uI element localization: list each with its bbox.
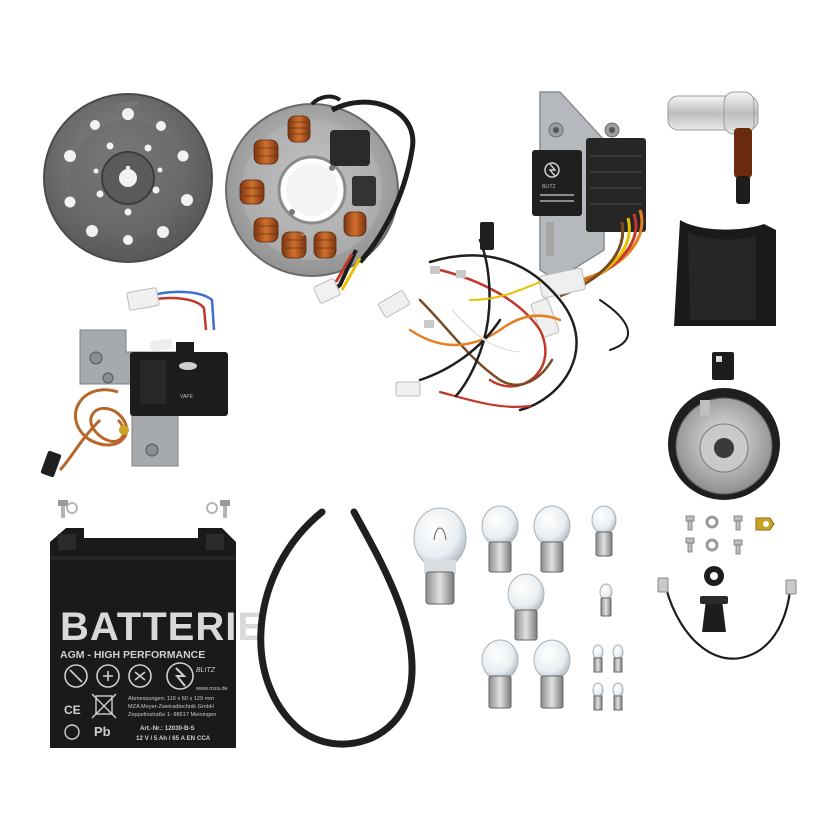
battery-web: www.mza.de (195, 686, 228, 692)
headlight-bulb (413, 507, 467, 605)
horn (668, 352, 780, 500)
stator-coils (239, 115, 367, 259)
bulb-medium-4 (481, 639, 519, 709)
battery-spec: 12 V / 5 Ah / 65 A EN CCA (136, 735, 211, 742)
bulb-medium-2 (533, 505, 571, 573)
battery-subtitle: AGM - HIGH PERFORMANCE (60, 649, 205, 661)
module-label: VAPE (180, 394, 194, 400)
bulb-tiny-1 (599, 583, 613, 617)
spark-plug-cap: 1KΩ (667, 91, 759, 204)
rubber-boot (674, 220, 776, 326)
voltage-regulator (586, 138, 646, 232)
rubber-hose (257, 508, 416, 748)
bulb-small-1 (591, 505, 617, 557)
stator-label: VAPE (300, 232, 314, 238)
recycle-icon (64, 724, 80, 740)
ignition-module: VAPE (40, 287, 228, 478)
battery: BATTERIE AGM - HIGH PERFORMANCE BLITZ ww… (50, 500, 265, 748)
battery-maker: MZA Meyer-Zweiradtechnik GmbH (128, 704, 214, 710)
bulb-medium-5 (533, 639, 571, 709)
battery-safety-icons (64, 662, 194, 690)
regulator-assembly: BLITZ (530, 91, 646, 338)
battery-brand: BLITZ (196, 667, 216, 674)
battery-article: Art.-Nr.: 12030-B-S (140, 725, 195, 732)
stator-plate: VAPE (225, 94, 416, 304)
crossed-bin-icon (91, 693, 117, 719)
bulb-medium-3 (507, 573, 545, 641)
battery-screws (58, 500, 230, 518)
mounting-hardware (657, 515, 797, 660)
regulator-label: BLITZ (542, 184, 556, 190)
stator-connector (313, 278, 341, 304)
battery-address: Zeppelinstraße 1- 98617 Meiningen (128, 712, 216, 718)
battery-ce-mark: CE (64, 703, 81, 717)
bulb-set (481, 505, 624, 711)
flasher-relay (532, 150, 582, 216)
bulb-medium-1 (481, 505, 519, 573)
wedge-bulbs (592, 644, 624, 711)
battery-dims: Abmessungen: 119 x 60 x 129 mm (128, 696, 214, 702)
flywheel-rotor (43, 93, 213, 263)
wiring-harness (408, 238, 630, 412)
battery-title: BATTERIE (60, 605, 265, 649)
spark-cap-label: 1KΩ (710, 113, 720, 119)
battery-pb-mark: Pb (94, 724, 111, 739)
harness-connectors (378, 222, 494, 397)
